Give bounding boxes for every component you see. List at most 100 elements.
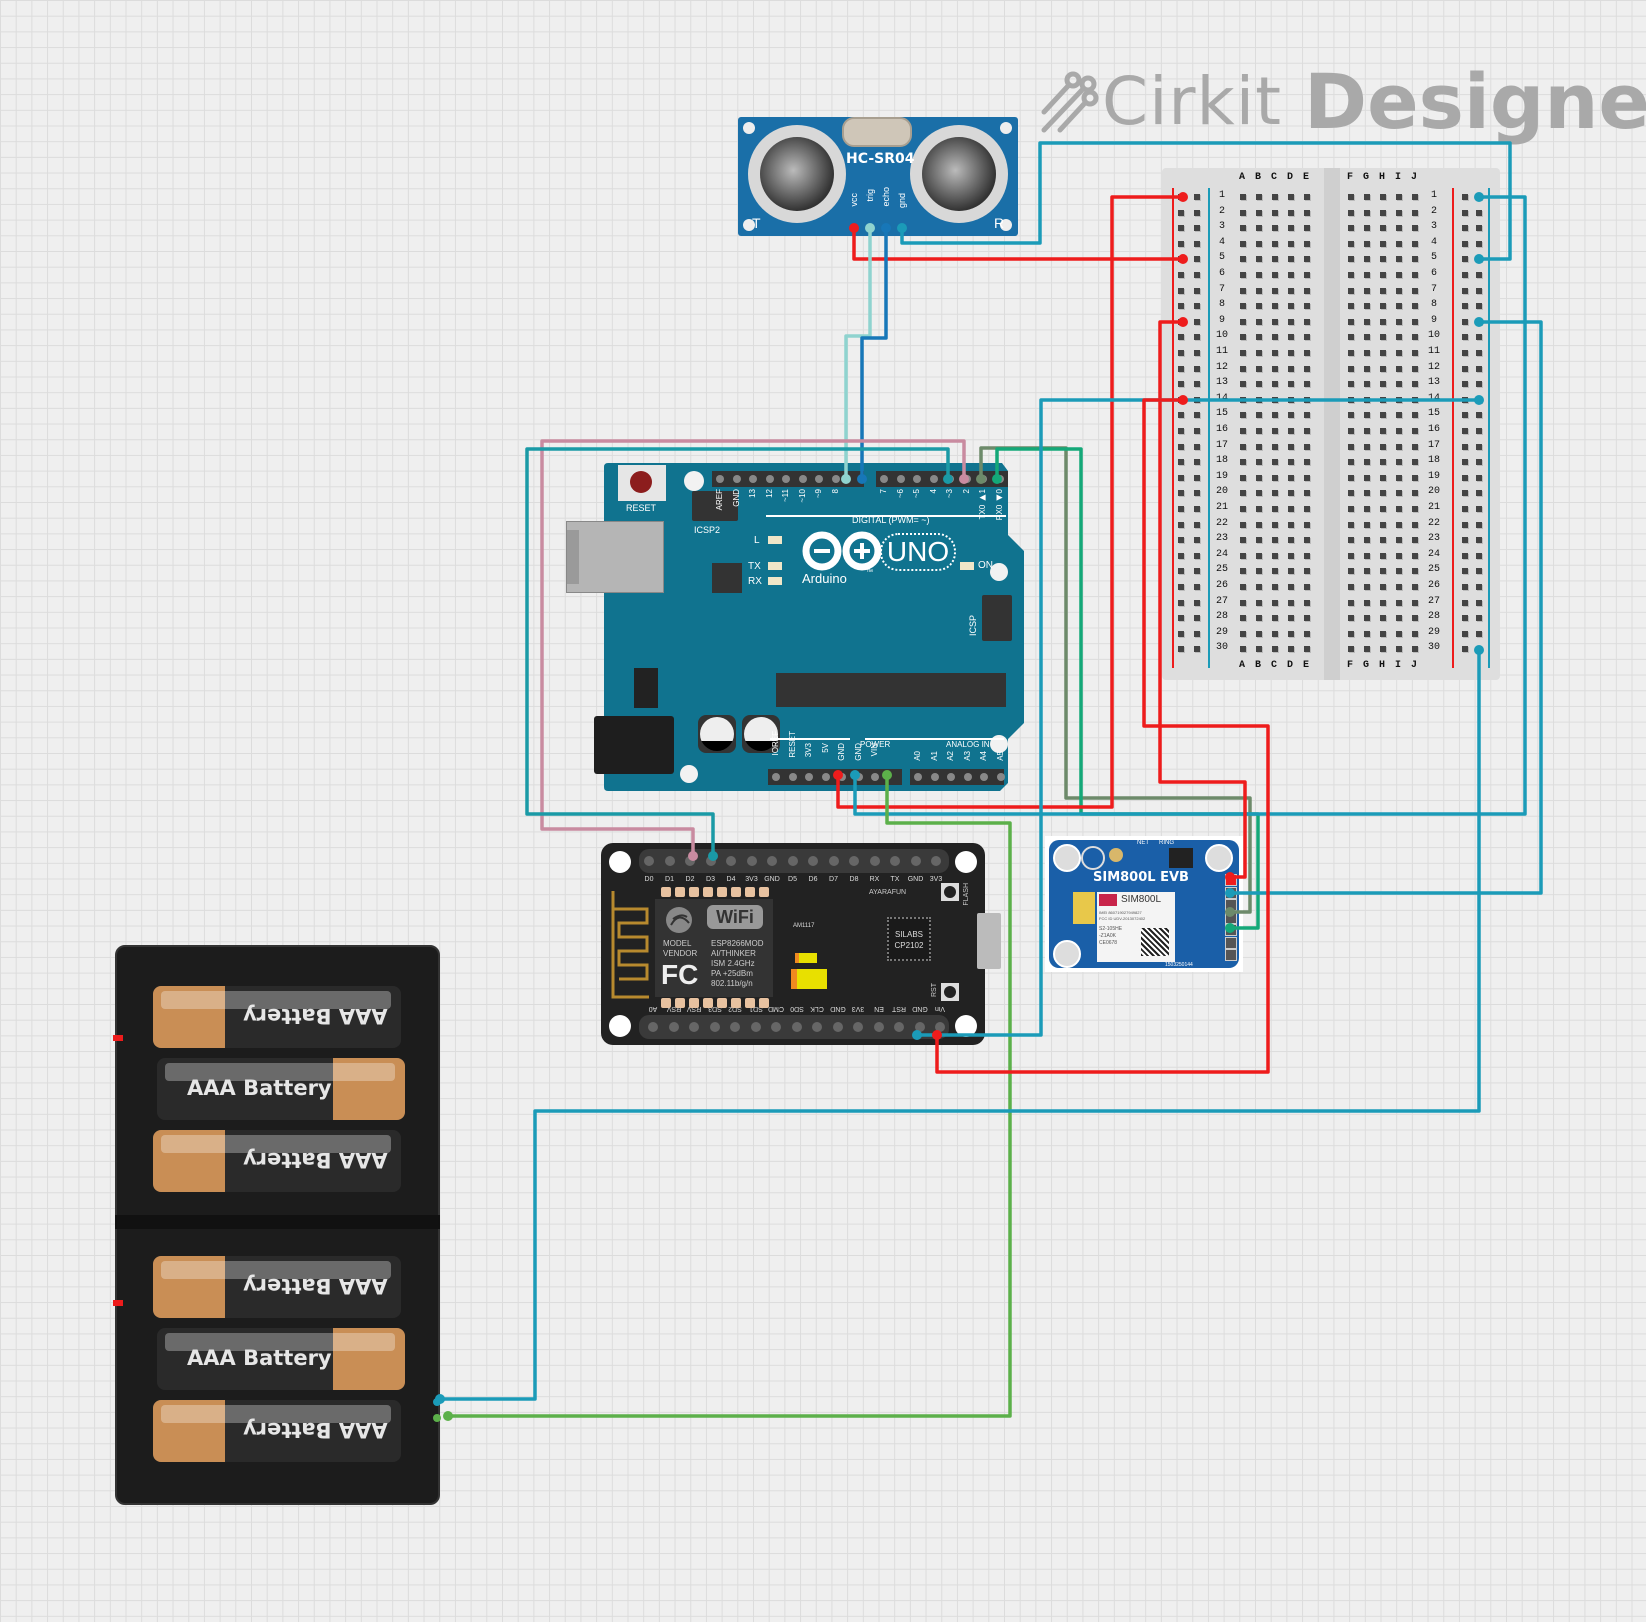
- breadboard-hole[interactable]: [1364, 240, 1370, 247]
- breadboard-hole[interactable]: [1272, 646, 1278, 653]
- breadboard-hole[interactable]: [1462, 521, 1468, 528]
- breadboard-hole[interactable]: [1256, 459, 1262, 466]
- breadboard-hole[interactable]: [1364, 615, 1370, 622]
- breadboard-hole[interactable]: [1412, 365, 1418, 372]
- reset-button[interactable]: [618, 465, 666, 501]
- breadboard-hole[interactable]: [1462, 365, 1468, 372]
- breadboard-hole[interactable]: [1348, 443, 1354, 450]
- breadboard-hole[interactable]: [1348, 459, 1354, 466]
- breadboard-hole[interactable]: [1476, 318, 1482, 325]
- breadboard-hole[interactable]: [1462, 443, 1468, 450]
- breadboard-hole[interactable]: [1272, 428, 1278, 434]
- breadboard-hole[interactable]: [1380, 412, 1386, 419]
- breadboard-hole[interactable]: [1348, 599, 1354, 606]
- breadboard-hole[interactable]: [1396, 334, 1402, 341]
- breadboard-hole[interactable]: [1364, 490, 1370, 497]
- breadboard-hole[interactable]: [1380, 287, 1386, 294]
- breadboard-hole[interactable]: [1364, 412, 1370, 419]
- breadboard-hole[interactable]: [1288, 490, 1294, 497]
- breadboard-hole[interactable]: [1240, 381, 1246, 388]
- arduino-uno[interactable]: RESET ICSP2 DIGITAL (PWM= ~) L TX RX UNO…: [566, 463, 1024, 791]
- breadboard-hole[interactable]: [1272, 365, 1278, 372]
- breadboard-hole[interactable]: [1256, 256, 1262, 263]
- breadboard-hole[interactable]: [1240, 256, 1246, 263]
- breadboard-hole[interactable]: [1256, 428, 1262, 434]
- breadboard-hole[interactable]: [1462, 194, 1468, 200]
- breadboard-hole[interactable]: [1288, 381, 1294, 388]
- breadboard-hole[interactable]: [1348, 630, 1354, 637]
- breadboard-hole[interactable]: [1240, 365, 1246, 372]
- breadboard-hole[interactable]: [1178, 209, 1184, 216]
- breadboard-hole[interactable]: [1364, 272, 1370, 278]
- breadboard-hole[interactable]: [1178, 521, 1184, 528]
- breadboard-hole[interactable]: [1272, 568, 1278, 575]
- breadboard-hole[interactable]: [1304, 428, 1310, 434]
- breadboard-hole[interactable]: [1194, 365, 1200, 372]
- breadboard-hole[interactable]: [1396, 615, 1402, 622]
- breadboard-hole[interactable]: [1304, 443, 1310, 450]
- nodemcu-pin-D6[interactable]: [808, 856, 818, 866]
- breadboard-hole[interactable]: [1412, 350, 1418, 356]
- breadboard-hole[interactable]: [1348, 350, 1354, 356]
- breadboard-hole[interactable]: [1304, 584, 1310, 590]
- breadboard-hole[interactable]: [1256, 381, 1262, 388]
- breadboard-hole[interactable]: [1462, 318, 1468, 325]
- analog-pin-A4[interactable]: [980, 773, 988, 781]
- breadboard-hole[interactable]: [1364, 506, 1370, 512]
- icsp-header[interactable]: [982, 595, 1012, 641]
- nodemcu-pin-RSV[interactable]: [668, 1022, 679, 1032]
- breadboard-hole[interactable]: [1304, 272, 1310, 278]
- breadboard-hole[interactable]: [1364, 365, 1370, 372]
- nodemcu-pin-GND[interactable]: [767, 856, 777, 866]
- digital-pin-5[interactable]: [913, 475, 921, 483]
- nodemcu-pin-3V3[interactable]: [931, 856, 941, 866]
- breadboard-hole[interactable]: [1380, 272, 1386, 278]
- breadboard-hole[interactable]: [1194, 568, 1200, 575]
- breadboard-hole[interactable]: [1348, 615, 1354, 622]
- digital-pin-9[interactable]: [815, 475, 823, 483]
- breadboard-hole[interactable]: [1272, 552, 1278, 559]
- breadboard-hole[interactable]: [1396, 490, 1402, 497]
- breadboard-hole[interactable]: [1412, 443, 1418, 450]
- breadboard-hole[interactable]: [1396, 225, 1402, 232]
- breadboard-hole[interactable]: [1256, 521, 1262, 528]
- breadboard-hole[interactable]: [1194, 396, 1200, 403]
- breadboard-hole[interactable]: [1462, 225, 1468, 232]
- breadboard-hole[interactable]: [1412, 459, 1418, 466]
- breadboard-hole[interactable]: [1288, 194, 1294, 200]
- breadboard-hole[interactable]: [1364, 537, 1370, 544]
- breadboard-hole[interactable]: [1240, 552, 1246, 559]
- battery-positive-terminal[interactable]: [113, 1300, 123, 1306]
- breadboard-hole[interactable]: [1476, 474, 1482, 481]
- breadboard-hole[interactable]: [1178, 334, 1184, 341]
- breadboard-hole[interactable]: [1380, 240, 1386, 247]
- breadboard-hole[interactable]: [1380, 490, 1386, 497]
- breadboard-hole[interactable]: [1348, 474, 1354, 481]
- breadboard-hole[interactable]: [1288, 256, 1294, 263]
- breadboard-hole[interactable]: [1194, 599, 1200, 606]
- breadboard-hole[interactable]: [1462, 599, 1468, 606]
- breadboard-hole[interactable]: [1348, 194, 1354, 200]
- breadboard-hole[interactable]: [1364, 318, 1370, 325]
- breadboard-hole[interactable]: [1288, 646, 1294, 653]
- breadboard-hole[interactable]: [1178, 568, 1184, 575]
- breadboard-hole[interactable]: [1256, 568, 1262, 575]
- breadboard-hole[interactable]: [1288, 630, 1294, 637]
- breadboard-hole[interactable]: [1380, 396, 1386, 403]
- breadboard-hole[interactable]: [1462, 584, 1468, 590]
- breadboard-hole[interactable]: [1272, 599, 1278, 606]
- breadboard-hole[interactable]: [1412, 272, 1418, 278]
- breadboard-hole[interactable]: [1288, 584, 1294, 590]
- breadboard-hole[interactable]: [1396, 428, 1402, 434]
- breadboard-hole[interactable]: [1380, 459, 1386, 466]
- sim800l-pin[interactable]: [1225, 949, 1237, 961]
- nodemcu-pin-D4[interactable]: [726, 856, 736, 866]
- breadboard-hole[interactable]: [1364, 584, 1370, 590]
- breadboard-hole[interactable]: [1476, 194, 1482, 200]
- breadboard-hole[interactable]: [1304, 568, 1310, 575]
- breadboard-hole[interactable]: [1288, 396, 1294, 403]
- breadboard-hole[interactable]: [1462, 630, 1468, 637]
- breadboard-hole[interactable]: [1396, 381, 1402, 388]
- breadboard-hole[interactable]: [1288, 428, 1294, 434]
- breadboard-hole[interactable]: [1348, 428, 1354, 434]
